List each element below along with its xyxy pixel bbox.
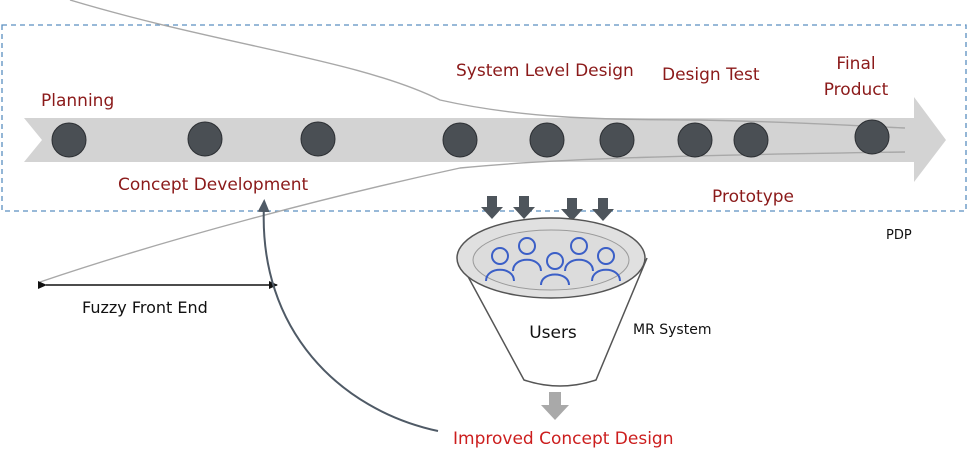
label-final-line2: Product	[824, 80, 889, 100]
user-icon	[564, 237, 594, 272]
label-planning: Planning	[41, 91, 114, 111]
user-group	[485, 237, 621, 286]
feedback-arrow	[257, 199, 439, 432]
down-arrow-4	[592, 198, 614, 221]
label-pdp: PDP	[886, 228, 912, 243]
down-arrow-1	[481, 196, 503, 219]
label-concept-development: Concept Development	[118, 175, 308, 195]
stage-node-system-2	[529, 122, 565, 158]
label-final-line1: Final	[836, 54, 875, 74]
label-mr-system: MR System	[633, 322, 711, 338]
stage-node-planning	[51, 122, 87, 158]
label-system-level-design: System Level Design	[456, 61, 634, 81]
user-icon	[591, 247, 621, 282]
label-improved-concept-design: Improved Concept Design	[453, 429, 674, 449]
stage-node-system-1	[442, 122, 478, 158]
funnel-upper-curve	[69, 0, 906, 129]
stage-node-prototype	[733, 122, 769, 158]
down-arrow-3	[561, 198, 583, 221]
stage-node-concept-1	[187, 121, 223, 157]
process-arrow-band	[24, 97, 946, 182]
stage-node-design-test	[677, 122, 713, 158]
label-design-test: Design Test	[662, 65, 760, 85]
label-prototype: Prototype	[712, 187, 794, 207]
output-arrow	[541, 392, 569, 420]
user-input-arrows	[481, 196, 614, 221]
funnel-lower-curve	[39, 151, 906, 283]
stage-node-concept-2	[300, 121, 336, 157]
stage-node-system-3	[599, 122, 635, 158]
pdp-boundary	[1, 24, 967, 212]
label-users: Users	[529, 323, 577, 343]
down-arrow-2	[513, 196, 535, 219]
user-icon	[485, 247, 515, 282]
user-icon	[512, 237, 542, 272]
user-icon	[540, 252, 570, 286]
stage-node-final-product	[854, 119, 890, 155]
label-fuzzy-front-end: Fuzzy Front End	[82, 298, 208, 317]
funnel-inner	[472, 229, 630, 291]
